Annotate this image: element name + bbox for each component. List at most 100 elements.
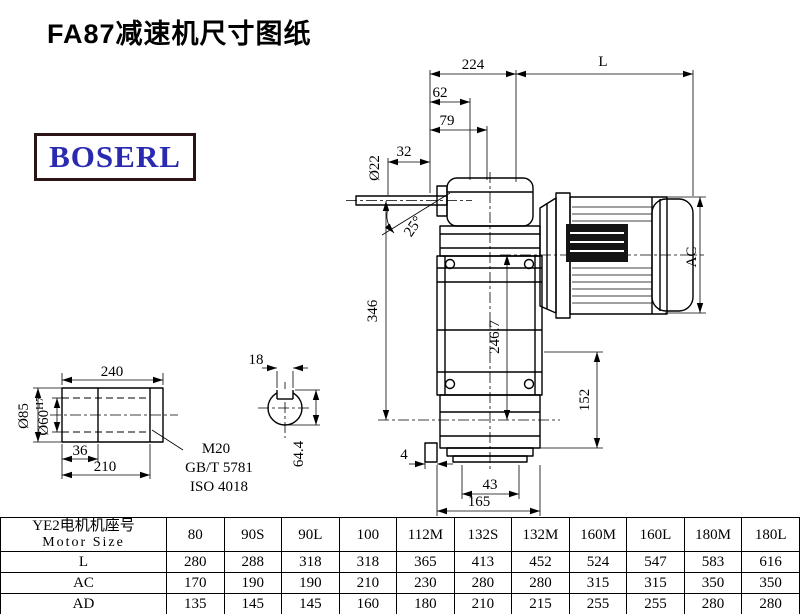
motor-size-table: YE2电机机座号 Motor Size 80 90S 90L 100 112M … — [0, 517, 800, 614]
size-col: 90L — [281, 517, 340, 552]
dim-value-cell: 583 — [683, 551, 743, 573]
motor-size-header-cn: YE2电机机座号 — [32, 518, 135, 534]
dim-value-cell: 160 — [338, 593, 398, 614]
bolt-hole — [523, 378, 535, 390]
dim-value-cell: 215 — [511, 593, 570, 614]
dim-value-cell: 452 — [511, 551, 570, 573]
dim-value-cell: 280 — [741, 593, 800, 614]
dim-value-cell: 315 — [626, 572, 685, 594]
iso-4018-label: ISO 4018 — [190, 479, 248, 495]
dim-value-cell: 524 — [568, 551, 628, 573]
dim-value-cell: 210 — [453, 593, 513, 614]
dim-value-cell: 255 — [626, 593, 685, 614]
table-row-L: L 280 288 318 318 365 413 452 524 547 58… — [0, 551, 800, 573]
dim-value-cell: 210 — [338, 572, 398, 594]
angle-25-arc — [384, 207, 395, 234]
dim-value-cell: 280 — [511, 572, 570, 594]
bottom-step2 — [452, 455, 528, 463]
m20-leader — [151, 429, 184, 451]
dim-value-cell: 280 — [683, 593, 743, 614]
bolt-hole — [444, 378, 456, 390]
dim-value-cell: 616 — [741, 551, 800, 573]
dim-value-cell: 350 — [741, 572, 800, 594]
dim-dia60-label: Ø60H7 — [34, 396, 52, 436]
row-label: L — [0, 551, 167, 573]
table-header-row: YE2电机机座号 Motor Size 80 90S 90L 100 112M … — [0, 517, 800, 552]
dim-25deg-label: 25° — [401, 214, 426, 240]
motor-size-header-cell: YE2电机机座号 Motor Size — [0, 517, 167, 552]
dim-value-cell: 255 — [568, 593, 628, 614]
dim-value-cell: 145 — [281, 593, 340, 614]
dim-value-cell: 413 — [453, 551, 513, 573]
dim-value-cell: 350 — [683, 572, 743, 594]
dim-value-cell: 365 — [396, 551, 455, 573]
shaft-cross-section — [267, 389, 303, 426]
size-col: 180L — [741, 517, 800, 552]
motor-fins — [572, 206, 652, 304]
angle-25-ray — [381, 192, 451, 236]
foot-step — [424, 442, 438, 463]
dim-210-label: 210 — [94, 459, 117, 475]
dim-346-label: 346 — [365, 299, 381, 322]
bolt-hole — [444, 258, 456, 270]
dim-4-label: 4 — [400, 447, 408, 463]
dim-152-label: 152 — [577, 389, 593, 412]
extension-lines — [33, 70, 706, 516]
dim-AC-label: AC — [684, 247, 700, 268]
dim-value-cell: 315 — [568, 572, 628, 594]
dim-dia85-label: Ø85 — [16, 403, 32, 429]
dim-240-label: 240 — [101, 364, 124, 380]
dimension-lines — [34, 70, 704, 515]
size-col: 112M — [396, 517, 455, 552]
fan-cover — [651, 198, 694, 312]
dim-value-cell: 180 — [396, 593, 455, 614]
dim-18-label: 18 — [249, 352, 264, 368]
dim-224-label: 224 — [462, 57, 485, 73]
dim-value-cell: 145 — [223, 593, 283, 614]
dim-32-label: 32 — [397, 144, 412, 160]
output-shaft-detail — [61, 387, 184, 451]
dim-value-cell: 280 — [166, 551, 225, 573]
page-title: FA87减速机尺寸图纸 — [47, 19, 312, 49]
shaft-boss — [436, 185, 448, 217]
dimension-labels: 224 L 62 79 32 Ø22 25° 346 246.7 AC 152 … — [16, 54, 700, 510]
table-row-AD: AD 135 145 145 160 180 210 215 255 255 2… — [0, 593, 800, 614]
dim-value-cell: 190 — [281, 572, 340, 594]
keyway-mask — [277, 389, 293, 399]
motor-stator-slits — [570, 232, 624, 252]
dim-value-cell: 230 — [396, 572, 455, 594]
dim-246-7-label: 246.7 — [487, 320, 503, 354]
table-row-AC: AC 170 190 190 210 230 280 280 315 315 3… — [0, 572, 800, 594]
dim-value-cell: 318 — [338, 551, 398, 573]
size-col: 160M — [568, 517, 628, 552]
dim-value-cell: 280 — [453, 572, 513, 594]
dim-64-4-label: 64.4 — [291, 440, 307, 467]
technical-drawing: 224 L 62 79 32 Ø22 25° 346 246.7 AC 152 … — [16, 54, 706, 516]
size-col: 132S — [453, 517, 513, 552]
size-col: 100 — [338, 517, 398, 552]
size-col: 90S — [223, 517, 283, 552]
dim-value-cell: 547 — [626, 551, 685, 573]
boserl-logo-text: BOSERL — [49, 139, 181, 174]
row-label: AD — [0, 593, 167, 614]
dim-dia22-label: Ø22 — [367, 155, 383, 181]
dim-value-cell: 135 — [166, 593, 225, 614]
gearbox-outline — [355, 177, 543, 463]
size-col: 180M — [683, 517, 743, 552]
dim-62-label: 62 — [433, 85, 448, 101]
size-col: 80 — [166, 517, 225, 552]
dim-165-label: 165 — [468, 494, 491, 510]
m20-label: M20 — [202, 441, 230, 457]
size-col: 132M — [511, 517, 570, 552]
dim-L-label: L — [598, 54, 607, 70]
boserl-logo: BOSERL — [34, 133, 196, 181]
row-label: AC — [0, 572, 167, 594]
dim-value-cell: 170 — [166, 572, 225, 594]
dim-36-label: 36 — [73, 443, 89, 459]
motor-size-header-en: Motor Size — [42, 535, 125, 550]
dim-79-label: 79 — [440, 113, 455, 129]
motor-outline — [539, 192, 694, 319]
dim-value-cell: 190 — [223, 572, 283, 594]
gbt-5781-label: GB/T 5781 — [185, 460, 253, 476]
